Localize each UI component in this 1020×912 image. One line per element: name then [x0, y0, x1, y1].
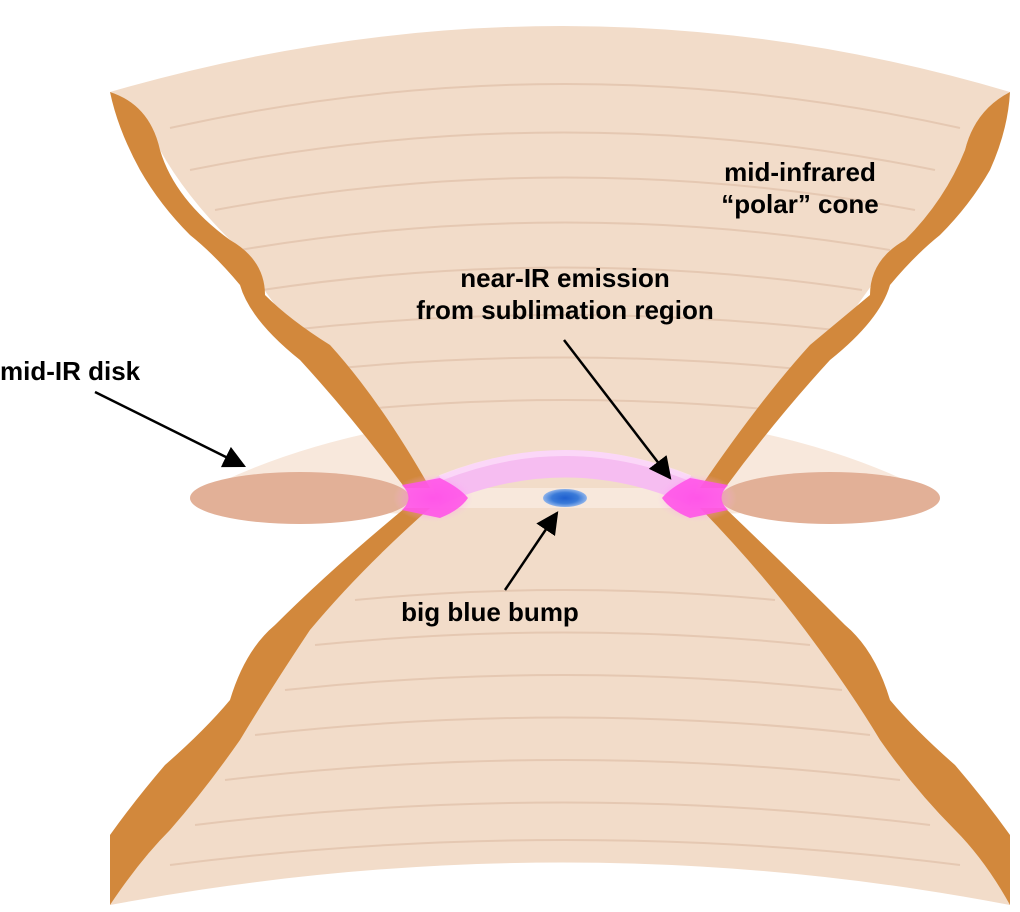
label-mid-ir-disk: mid-IR disk [0, 356, 141, 386]
arrow-big-blue-bump [503, 511, 559, 591]
lower-cone-body [110, 508, 1010, 905]
cone-edge-lower-right [700, 508, 1010, 905]
cone-streaks [169, 83, 961, 866]
arrow-mid-ir-disk [94, 390, 247, 468]
sublimation-ring [430, 450, 700, 505]
near-ir-knot-left [402, 478, 468, 518]
label-polar-cone-line2: “polar” cone [721, 189, 879, 219]
label-near-ir-emission: near-IR emission from sublimation region [380, 262, 750, 326]
cone-edge-upper-left [110, 92, 430, 488]
arrow-near-ir [563, 339, 672, 480]
cone-edge-lower-left [110, 508, 430, 905]
label-near-ir-line1: near-IR emission [460, 263, 670, 293]
near-ir-knot-right [662, 478, 728, 518]
label-polar-cone-line1: mid-infrared [724, 157, 876, 187]
label-near-ir-line2: from sublimation region [416, 295, 714, 325]
mid-ir-disk-right [720, 472, 940, 524]
mid-ir-disk-left [190, 472, 410, 524]
label-big-blue-bump: big blue bump [401, 597, 579, 627]
big-blue-bump-blob [543, 489, 587, 507]
cone-edge-upper-right [700, 92, 1010, 488]
label-polar-cone: mid-infrared “polar” cone [700, 156, 900, 220]
